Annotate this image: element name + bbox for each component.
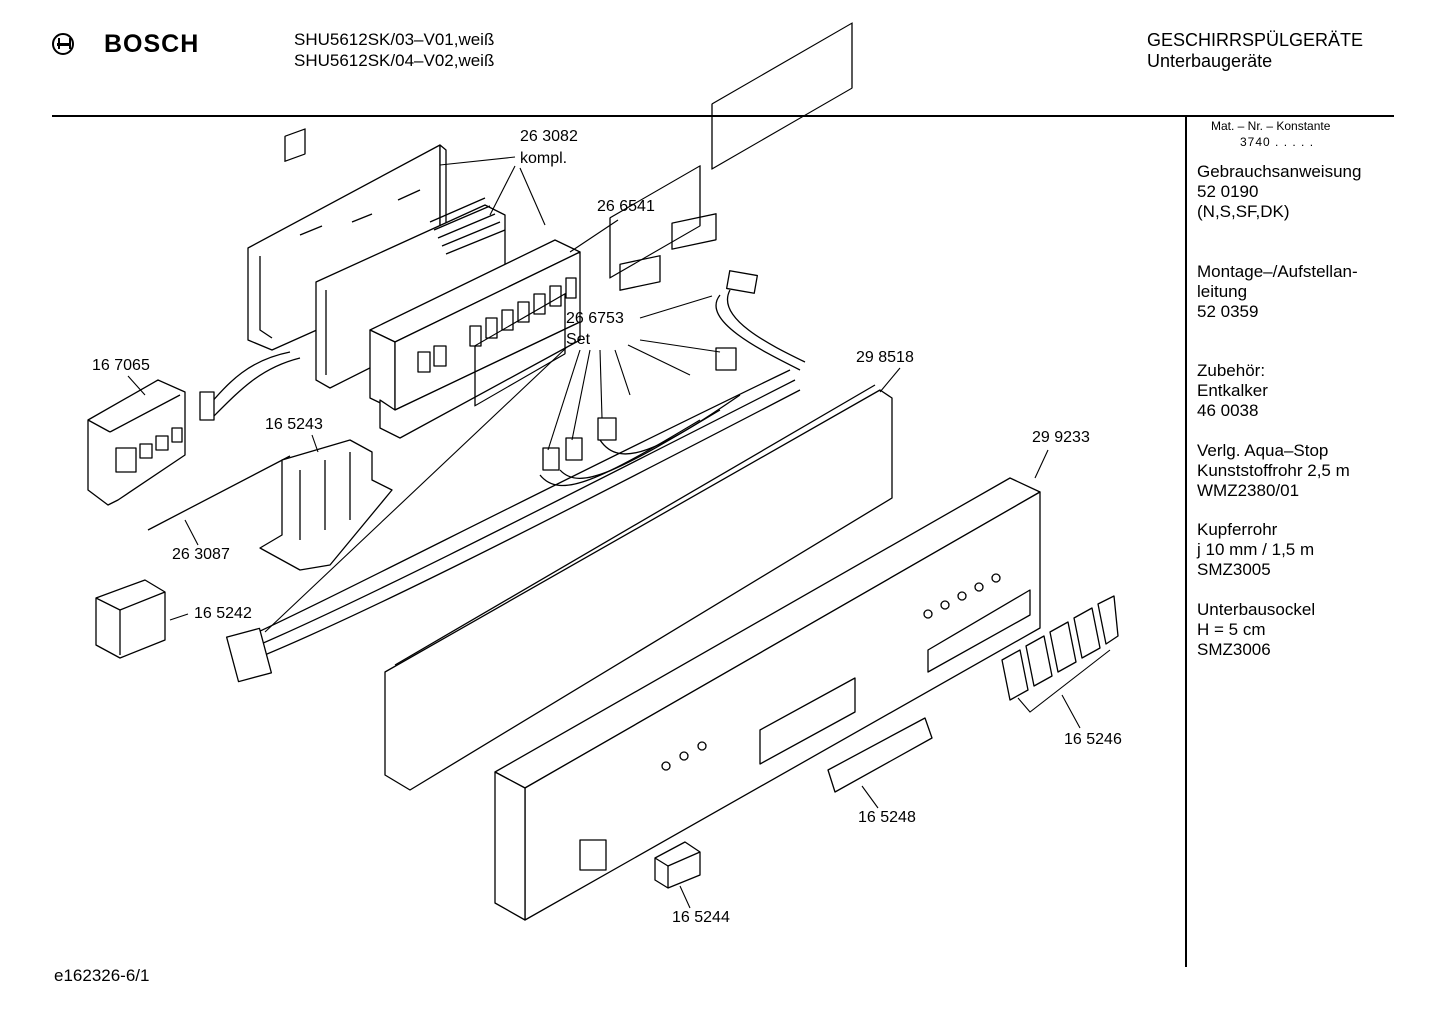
- drawing-id: e162326-6/1: [54, 966, 150, 985]
- part-label-165248: 16 5248: [858, 809, 916, 826]
- leader-lines: [127, 156, 1081, 909]
- doc-manual: Gebrauchsanweisung 52 0190 (N,S,SF,DK): [1197, 162, 1361, 222]
- part-label-263087: 26 3087: [172, 546, 230, 563]
- doc-line: H = 5 cm: [1197, 620, 1266, 639]
- bosch-logo-icon: [52, 33, 74, 55]
- part-label-165242: 16 5242: [194, 605, 252, 622]
- control-module-part: [369, 239, 581, 439]
- display-panel-part: [87, 351, 301, 506]
- part-label-165243: 16 5243: [265, 416, 323, 433]
- doc-line: j 10 mm / 1,5 m: [1197, 540, 1315, 559]
- doc-title: Zubehör:: [1197, 361, 1266, 380]
- doc-title: Montage–/Aufstellan-: [1197, 262, 1358, 281]
- key-set-part: [1001, 595, 1119, 713]
- doc-title: Verlg. Aqua–Stop: [1197, 441, 1329, 460]
- switch-part: [95, 579, 166, 659]
- doc-base: Unterbausockel H = 5 cm SMZ3006: [1197, 600, 1315, 660]
- part-label-299233: 29 9233: [1032, 429, 1090, 446]
- model-line-2: SHU5612SK/04–V02,weiß: [294, 51, 495, 70]
- doc-line: Kunststoffrohr 2,5 m: [1197, 461, 1350, 480]
- exploded-view-drawing: [87, 22, 1119, 921]
- doc-line: (N,S,SF,DK): [1197, 202, 1290, 221]
- doc-line: SMZ3005: [1197, 560, 1271, 579]
- doc-title: Kupferrohr: [1197, 520, 1278, 539]
- doc-title: Gebrauchsanweisung: [1197, 162, 1362, 181]
- category-subtitle: Unterbaugeräte: [1147, 51, 1273, 71]
- mat-number-value: 3740 . . . . .: [1240, 135, 1315, 149]
- doc-line: Entkalker: [1197, 381, 1268, 400]
- part-label-165246: 16 5246: [1064, 731, 1122, 748]
- ribbon-cable: [429, 197, 506, 255]
- rod-part: [147, 455, 291, 531]
- wire-harness-part: [225, 213, 806, 683]
- doc-line: leitung: [1197, 282, 1248, 301]
- part-note-kompl: kompl.: [520, 150, 568, 167]
- category-title: GESCHIRRSPÜLGERÄTE: [1147, 30, 1364, 50]
- part-label-165244: 16 5244: [672, 909, 730, 926]
- model-line-1: SHU5612SK/03–V01,weiß: [294, 30, 495, 49]
- part-note-set: Set: [566, 331, 591, 348]
- sidebar-divider: [1185, 117, 1187, 967]
- doc-installation: Montage–/Aufstellan- leitung 52 0359: [1197, 262, 1358, 322]
- doc-line: 52 0190: [1197, 182, 1259, 201]
- part-label-167065: 16 7065: [92, 357, 150, 374]
- doc-accessory: Zubehör: Entkalker 46 0038: [1197, 361, 1268, 421]
- header-divider: [52, 115, 1394, 117]
- doc-copper-pipe: Kupferrohr j 10 mm / 1,5 m SMZ3005: [1197, 520, 1314, 580]
- control-frame-part: [384, 22, 893, 791]
- part-label-266541: 26 6541: [597, 198, 655, 215]
- mat-number-label: Mat. – Nr. – Konstante: [1211, 119, 1331, 133]
- doc-title: Unterbausockel: [1197, 600, 1316, 619]
- part-label-298518: 29 8518: [856, 349, 914, 366]
- brand-name: BOSCH: [104, 30, 200, 58]
- part-label-263082: 26 3082: [520, 128, 578, 145]
- doc-line: 52 0359: [1197, 302, 1259, 321]
- push-button-part: [654, 841, 701, 889]
- cover-strip-part: [827, 717, 933, 793]
- front-panel-part: [494, 477, 1041, 921]
- mounting-bracket-part: [259, 439, 393, 571]
- doc-line: 46 0038: [1197, 401, 1259, 420]
- doc-line: SMZ3006: [1197, 640, 1271, 659]
- part-label-266753: 26 6753: [566, 310, 624, 327]
- doc-line: WMZ2380/01: [1197, 481, 1300, 500]
- doc-aqua-stop: Verlg. Aqua–Stop Kunststoffrohr 2,5 m WM…: [1197, 441, 1350, 501]
